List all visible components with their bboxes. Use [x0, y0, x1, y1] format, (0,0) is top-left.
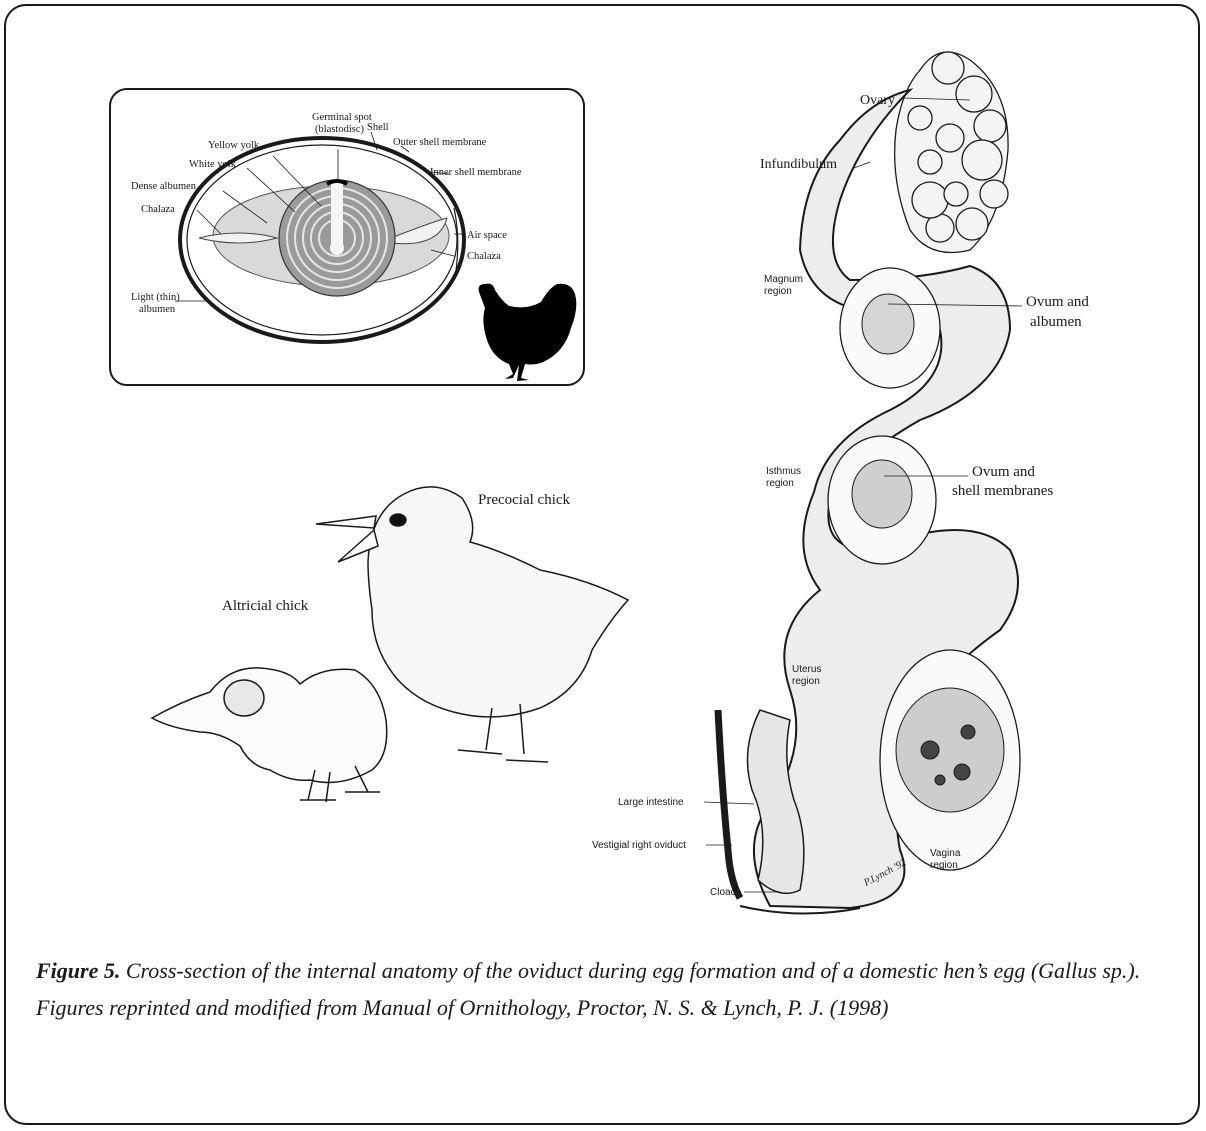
air-space-label: Air space	[467, 230, 507, 241]
ovary	[895, 52, 1008, 253]
chalaza-left-label: Chalaza	[141, 204, 175, 215]
figure-number: Figure 5.	[36, 958, 120, 983]
ovary-label: Ovary	[860, 93, 895, 108]
magnum-label-2: region	[764, 286, 792, 297]
vagina-label-2: region	[930, 860, 958, 871]
caption-text: Cross-section of the internal anatomy of…	[36, 958, 1140, 1020]
altricial-chick	[152, 668, 387, 802]
yellow-yolk-label: Yellow yolk	[208, 140, 260, 151]
dense-albumen-label: Dense albumen	[131, 181, 197, 192]
hen-silhouette	[479, 284, 577, 381]
uterus-label-1: Uterus	[792, 664, 821, 675]
magnum-label-1: Magnum	[764, 274, 803, 285]
large-intestine-label: Large intestine	[618, 797, 684, 808]
yolk	[279, 180, 395, 296]
ovum-albumen-label-1: Ovum and	[1026, 294, 1089, 310]
ovum-shell-label-1: Ovum and	[972, 464, 1035, 480]
infundibulum-label: Infundibulum	[760, 157, 837, 172]
white-yolk-label: White yolk	[189, 159, 237, 170]
altricial-chick-label: Altricial chick	[222, 598, 309, 614]
precocial-chick-label: Precocial chick	[478, 492, 571, 508]
vestigial-right-oviduct	[718, 710, 740, 898]
chalaza-right-label: Chalaza	[467, 251, 501, 262]
blastodisc-label: (blastodisc)	[315, 124, 364, 135]
figure-caption: Figure 5. Cross-section of the internal …	[36, 952, 1186, 1026]
germinal-spot-label: Germinal spot	[312, 112, 372, 123]
uterus-label-2: region	[792, 676, 820, 687]
oviduct-illustration: Ovary Infundibulum Magnum region Ovum an…	[590, 30, 1110, 940]
cloaca-label: Cloaca	[710, 887, 742, 898]
inner-shell-membrane-label: Inner shell membrane	[430, 167, 522, 178]
isthmus-label-2: region	[766, 478, 794, 489]
ovum-shell-label-2: shell membranes	[952, 483, 1053, 499]
vestigial-oviduct-label: Vestigial right oviduct	[592, 840, 686, 851]
isthmus-label-1: Isthmus	[766, 466, 801, 477]
egg-diagram: Germinal spot (blastodisc) Shell Outer s…	[109, 88, 585, 386]
chicks-illustration: Precocial chick Altricial chick	[140, 470, 640, 810]
ovum-albumen-label-2: albumen	[1030, 314, 1082, 330]
light-albumen-label-1: Light (thin)	[131, 292, 180, 303]
outer-shell-membrane-label: Outer shell membrane	[393, 137, 487, 148]
light-albumen-label-2: albumen	[139, 304, 176, 315]
shell-label: Shell	[367, 122, 389, 133]
vagina-label-1: Vagina	[930, 848, 961, 859]
